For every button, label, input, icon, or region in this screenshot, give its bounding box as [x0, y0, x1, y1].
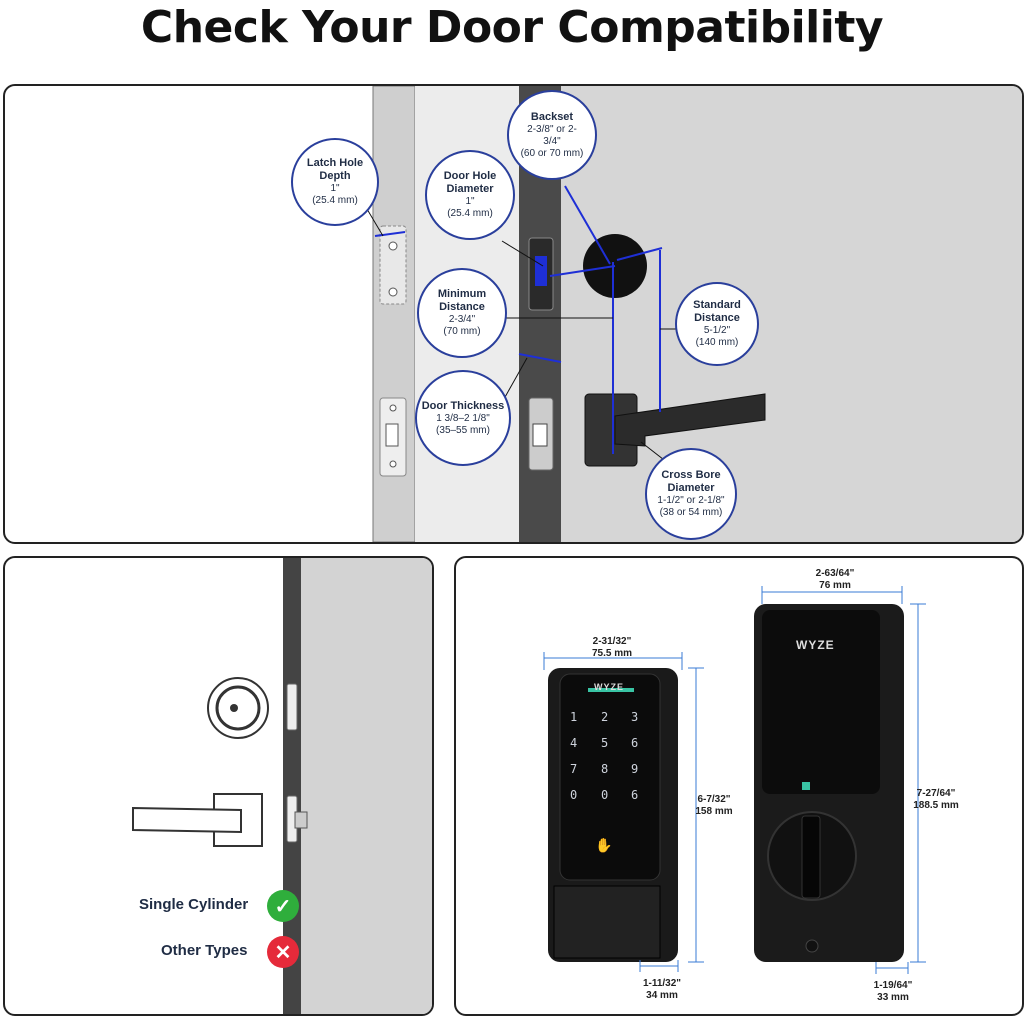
- lever-handle: [132, 806, 242, 834]
- key-0b: 0: [601, 788, 609, 802]
- keypad-width-dimension: 2-31/32" 75.5 mm: [566, 636, 658, 660]
- keyhole-icon: [230, 704, 238, 712]
- page-title: Check Your Door Compatibility: [140, 2, 884, 53]
- callout-value: 2-3/8" or 2-3/4": [527, 123, 577, 147]
- keypad-height-imperial: 6-7/32": [697, 794, 731, 805]
- backset-line: [549, 265, 616, 277]
- latch-depth-line: [374, 231, 406, 237]
- lock-brand-logo: WYZE: [796, 638, 835, 652]
- lock-type-panel: Single Cylinder ✓ Other Types ✕: [3, 556, 434, 1016]
- key-4: 4: [570, 736, 578, 750]
- key-9: 9: [631, 762, 639, 776]
- callout-metric: (38 or 54 mm): [659, 507, 723, 518]
- keypad-height-metric: 158 mm: [695, 806, 733, 817]
- callout-value: 1": [330, 183, 340, 194]
- callout-door-hole-diameter: Door Hole Diameter 1" (25.4 mm): [425, 150, 515, 240]
- lock-dimensions-panel: WYZE WYZE 1 2 3 4 5 6 7 8 9 0 0 6 ✋ 2-31…: [454, 556, 1024, 1016]
- lock-dimensions-illustration: [543, 586, 926, 974]
- key-1: 1: [570, 710, 578, 724]
- key-8: 8: [601, 762, 609, 776]
- key-7: 7: [570, 762, 578, 776]
- keypad-depth-metric: 34 mm: [646, 990, 678, 1001]
- callout-minimum-distance: Minimum Distance 2-3/4" (70 mm): [417, 268, 507, 358]
- hand-icon: ✋: [595, 838, 613, 854]
- callout-title: Cross Bore Diameter: [661, 469, 721, 494]
- callout-title: Backset: [530, 110, 574, 123]
- callout-title: Door Thickness: [421, 399, 505, 412]
- keypad-width-metric: 75.5 mm: [591, 648, 633, 659]
- cross-icon: ✕: [267, 936, 299, 968]
- lock-width-imperial: 2-63/64": [815, 568, 855, 579]
- callout-value: 1-1/2" or 2-1/8": [657, 495, 725, 506]
- callout-metric: (35–55 mm): [436, 424, 490, 436]
- key-override: [805, 939, 819, 953]
- keypad-width-imperial: 2-31/32": [592, 636, 632, 647]
- key-6: 6: [631, 736, 639, 750]
- callout-title: Minimum Distance: [437, 288, 487, 313]
- lock-depth-imperial: 1-19/64": [873, 980, 913, 991]
- keypad-brand-logo: WYZE: [594, 682, 624, 692]
- keypad-height-dimension: 6-7/32" 158 mm: [684, 794, 744, 818]
- keypad-depth-imperial: 1-11/32": [642, 978, 682, 989]
- callout-title: Door Hole Diameter: [443, 170, 497, 195]
- callout-latch-hole-depth: Latch Hole Depth 1" (25.4 mm): [291, 138, 379, 226]
- lock-height-imperial: 7-27/64": [916, 788, 956, 799]
- keypad-depth-dimension: 1-11/32" 34 mm: [630, 978, 694, 1002]
- check-icon: ✓: [267, 890, 299, 922]
- callout-value: 5-1/2": [703, 325, 731, 336]
- latch-hole-outline: [379, 225, 407, 305]
- callout-title: Latch Hole Depth: [306, 157, 364, 182]
- keypad-status-bar: [588, 688, 634, 692]
- lock-width-dimension: 2-63/64" 76 mm: [790, 568, 880, 592]
- key-6b: 6: [631, 788, 639, 802]
- other-types-label: Other Types: [161, 942, 248, 959]
- door-face: [561, 86, 1022, 542]
- lever-handle: [614, 393, 766, 447]
- callout-metric: (70 mm): [443, 326, 481, 337]
- callout-metric: (25.4 mm): [447, 208, 493, 219]
- single-cylinder-label: Single Cylinder: [139, 896, 249, 913]
- callout-title: Standard Distance: [693, 299, 741, 324]
- deadbolt-plate: [286, 683, 298, 731]
- single-cylinder-illustration: [132, 558, 432, 1014]
- callout-metric: (60 or 70 mm): [520, 147, 584, 159]
- callout-value: 2-3/4": [448, 314, 476, 325]
- door-thickness-line: [518, 353, 562, 363]
- key-5: 5: [601, 736, 609, 750]
- callout-metric: (25.4 mm): [312, 195, 358, 206]
- callout-cross-bore-diameter: Cross Bore Diameter 1-1/2" or 2-1/8" (38…: [645, 448, 737, 540]
- callout-value: 1 3/8–2 1/8": [436, 412, 490, 424]
- keypad-touchscreen: [559, 673, 661, 881]
- callout-standard-distance: Standard Distance 5-1/2" (140 mm): [675, 282, 759, 366]
- key-0a: 0: [570, 788, 578, 802]
- callout-backset: Backset 2-3/8" or 2-3/4" (60 or 70 mm): [507, 90, 597, 180]
- door-measurements-panel: Latch Hole Depth 1" (25.4 mm) Door Hole …: [3, 84, 1024, 544]
- lock-depth-dimension: 1-19/64" 33 mm: [860, 980, 926, 1004]
- backset-leader: [564, 185, 611, 265]
- lock-depth-metric: 33 mm: [877, 992, 909, 1003]
- door-face: [301, 558, 432, 1014]
- lock-front-panel: [762, 610, 880, 794]
- key-3: 3: [631, 710, 639, 724]
- lock-width-metric: 76 mm: [819, 580, 851, 591]
- lock-height-metric: 188.5 mm: [913, 800, 959, 811]
- key-2: 2: [601, 710, 609, 724]
- callout-value: 1": [465, 196, 475, 207]
- callout-door-thickness: Door Thickness 1 3/8–2 1/8" (35–55 mm): [415, 370, 511, 466]
- lock-height-dimension: 7-27/64" 188.5 mm: [902, 788, 970, 812]
- callout-metric: (140 mm): [695, 337, 739, 348]
- lock-status-light: [802, 782, 810, 790]
